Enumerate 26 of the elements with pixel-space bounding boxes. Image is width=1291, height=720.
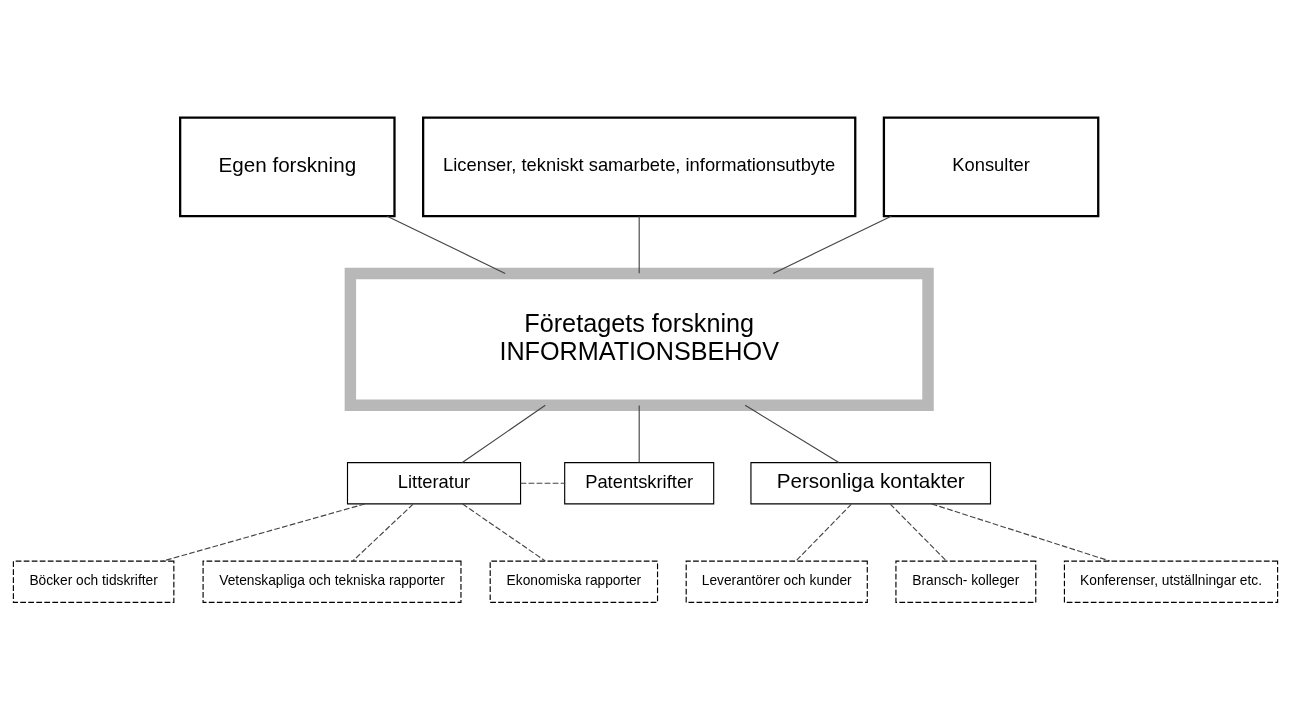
connector [889, 503, 948, 562]
node-box: Licenser, tekniskt samarbete, informationsutbyte [422, 116, 857, 218]
connector [931, 503, 1111, 562]
connector [352, 503, 414, 562]
node-box: Patentskrifter [564, 462, 715, 505]
connector [461, 404, 546, 464]
connector [795, 503, 852, 562]
node-box: Egen forskning [179, 116, 396, 218]
node-box: Företagets forskning INFORMATIONSBEHOV [344, 267, 934, 411]
node-box: Konferenser, utställningar etc. [1063, 560, 1279, 603]
node-box: Litteratur [346, 462, 522, 505]
node-box: Böcker och tidskrifter [12, 560, 175, 603]
connector [744, 404, 840, 464]
connector [520, 482, 566, 484]
connector [638, 215, 640, 274]
node-box: Vetenskapliga och tekniska rapporter [202, 560, 462, 603]
connector [638, 404, 640, 463]
connector [386, 215, 506, 274]
connector [462, 503, 546, 562]
node-box: Leverantörer och kunder [685, 560, 868, 603]
node-box: Ekonomiska rapporter [489, 560, 659, 603]
connector [772, 215, 892, 274]
connector [161, 503, 366, 562]
node-box: Bransch- kolleger [895, 560, 1037, 603]
node-box: Konsulter [882, 116, 1100, 218]
node-box: Personliga kontakter [750, 462, 992, 505]
